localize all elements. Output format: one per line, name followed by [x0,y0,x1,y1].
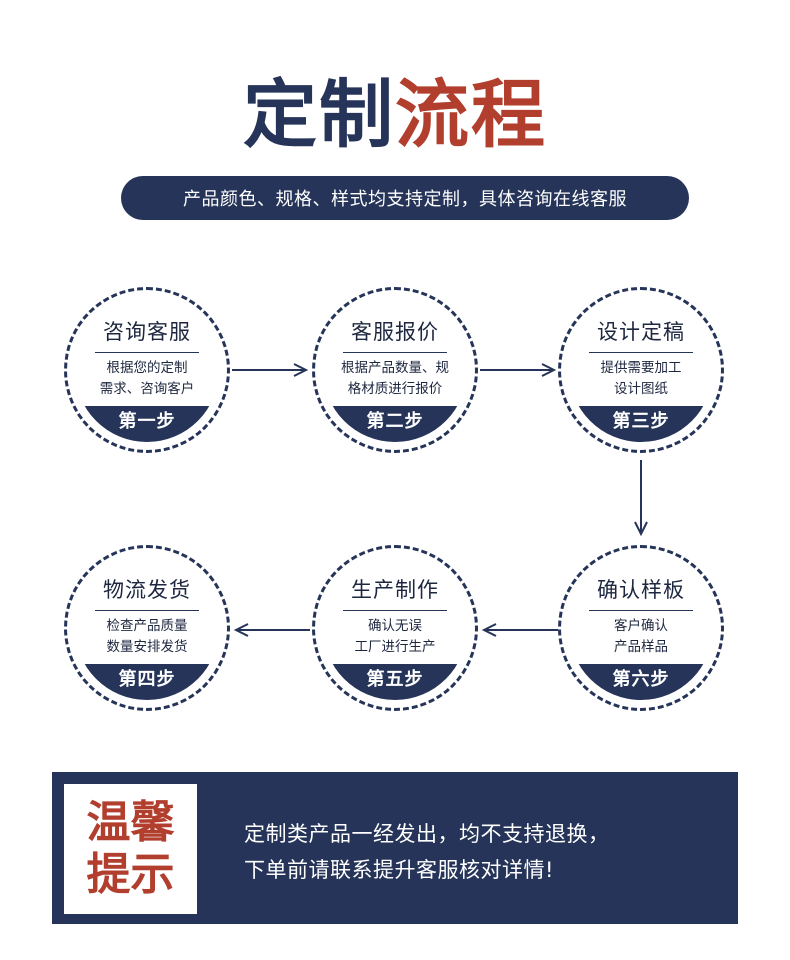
dashed-ring [558,287,724,453]
step-label: 第四步 [75,664,219,700]
subtitle-banner: 产品颜色、规格、样式均支持定制，具体咨询在线客服 [121,176,689,220]
step-label: 第二步 [323,406,467,442]
desc-line: 格材质进行报价 [347,381,443,397]
desc-line: 检查产品质量 [106,618,188,634]
step-description: 检查产品质量 数量安排发货 [75,616,219,658]
step-name: 物流发货 [103,578,191,602]
step-2-circle: 客服报价 根据产品数量、规 格材质进行报价 第二步 [312,287,478,453]
notice-panel: 温馨 提示 定制类产品一经发出，均不支持退换， 下单前请联系提升客服核对详情! [52,772,738,924]
divider [343,610,447,611]
title-part-2: 流程 [395,72,547,158]
step-name: 生产制作 [351,578,439,602]
arrow-left-icon [481,623,558,637]
dashed-ring [558,545,724,711]
desc-line: 确认无误 [368,618,422,634]
title-part-1: 定制 [243,72,395,158]
divider [343,352,447,353]
desc-line: 工厂进行生产 [354,639,436,655]
step-description: 根据您的定制 需求、咨询客户 [75,358,219,400]
desc-line: 根据产品数量、规 [341,360,449,376]
divider [95,610,199,611]
step-label: 第六步 [569,664,713,700]
page-title: 定制流程 [0,70,790,160]
notice-label-line: 温馨 [86,797,175,848]
desc-line: 提供需要加工 [600,360,682,376]
desc-line: 需求、咨询客户 [99,381,195,397]
notice-text-line: 定制类产品一经发出，均不支持退换， [244,822,610,846]
step-label: 第五步 [323,664,467,700]
desc-line: 客户确认 [614,618,668,634]
dashed-ring [64,545,230,711]
step-name: 设计定稿 [597,320,685,344]
step-1-circle: 咨询客服 根据您的定制 需求、咨询客户 第一步 [64,287,230,453]
step-6-circle: 确认样板 客户确认 产品样品 第六步 [558,545,724,711]
arrow-right-icon [480,363,557,377]
step-inner-disc: 生产制作 确认无误 工厂进行生产 第五步 [323,556,467,700]
step-description: 根据产品数量、规 格材质进行报价 [323,358,467,400]
notice-label-box: 温馨 提示 [64,784,197,914]
step-description: 客户确认 产品样品 [569,616,713,658]
step-name: 客服报价 [351,320,439,344]
step-name: 确认样板 [597,578,685,602]
arrow-left-icon [233,623,310,637]
step-5-circle: 生产制作 确认无误 工厂进行生产 第五步 [312,545,478,711]
step-name: 咨询客服 [103,320,191,344]
step-label: 第三步 [569,406,713,442]
step-3-circle: 设计定稿 提供需要加工 设计图纸 第三步 [558,287,724,453]
divider [589,352,693,353]
notice-label-line: 提示 [86,849,175,900]
desc-line: 产品样品 [614,639,668,655]
desc-line: 根据您的定制 [106,360,188,376]
arrow-down-icon [634,460,648,537]
step-description: 确认无误 工厂进行生产 [323,616,467,658]
dashed-ring [64,287,230,453]
divider [589,610,693,611]
step-inner-disc: 确认样板 客户确认 产品样品 第六步 [569,556,713,700]
notice-text: 定制类产品一经发出，均不支持退换， 下单前请联系提升客服核对详情! [244,816,724,888]
step-4-circle: 物流发货 检查产品质量 数量安排发货 第四步 [64,545,230,711]
step-inner-disc: 设计定稿 提供需要加工 设计图纸 第三步 [569,298,713,442]
divider [95,352,199,353]
step-inner-disc: 客服报价 根据产品数量、规 格材质进行报价 第二步 [323,298,467,442]
notice-text-line: 下单前请联系提升客服核对详情! [244,858,554,882]
step-label: 第一步 [75,406,219,442]
step-inner-disc: 物流发货 检查产品质量 数量安排发货 第四步 [75,556,219,700]
arrow-right-icon [232,363,309,377]
dashed-ring [312,287,478,453]
step-inner-disc: 咨询客服 根据您的定制 需求、咨询客户 第一步 [75,298,219,442]
desc-line: 设计图纸 [614,381,668,397]
step-description: 提供需要加工 设计图纸 [569,358,713,400]
dashed-ring [312,545,478,711]
subtitle-text: 产品颜色、规格、样式均支持定制，具体咨询在线客服 [183,189,627,210]
desc-line: 数量安排发货 [106,639,188,655]
